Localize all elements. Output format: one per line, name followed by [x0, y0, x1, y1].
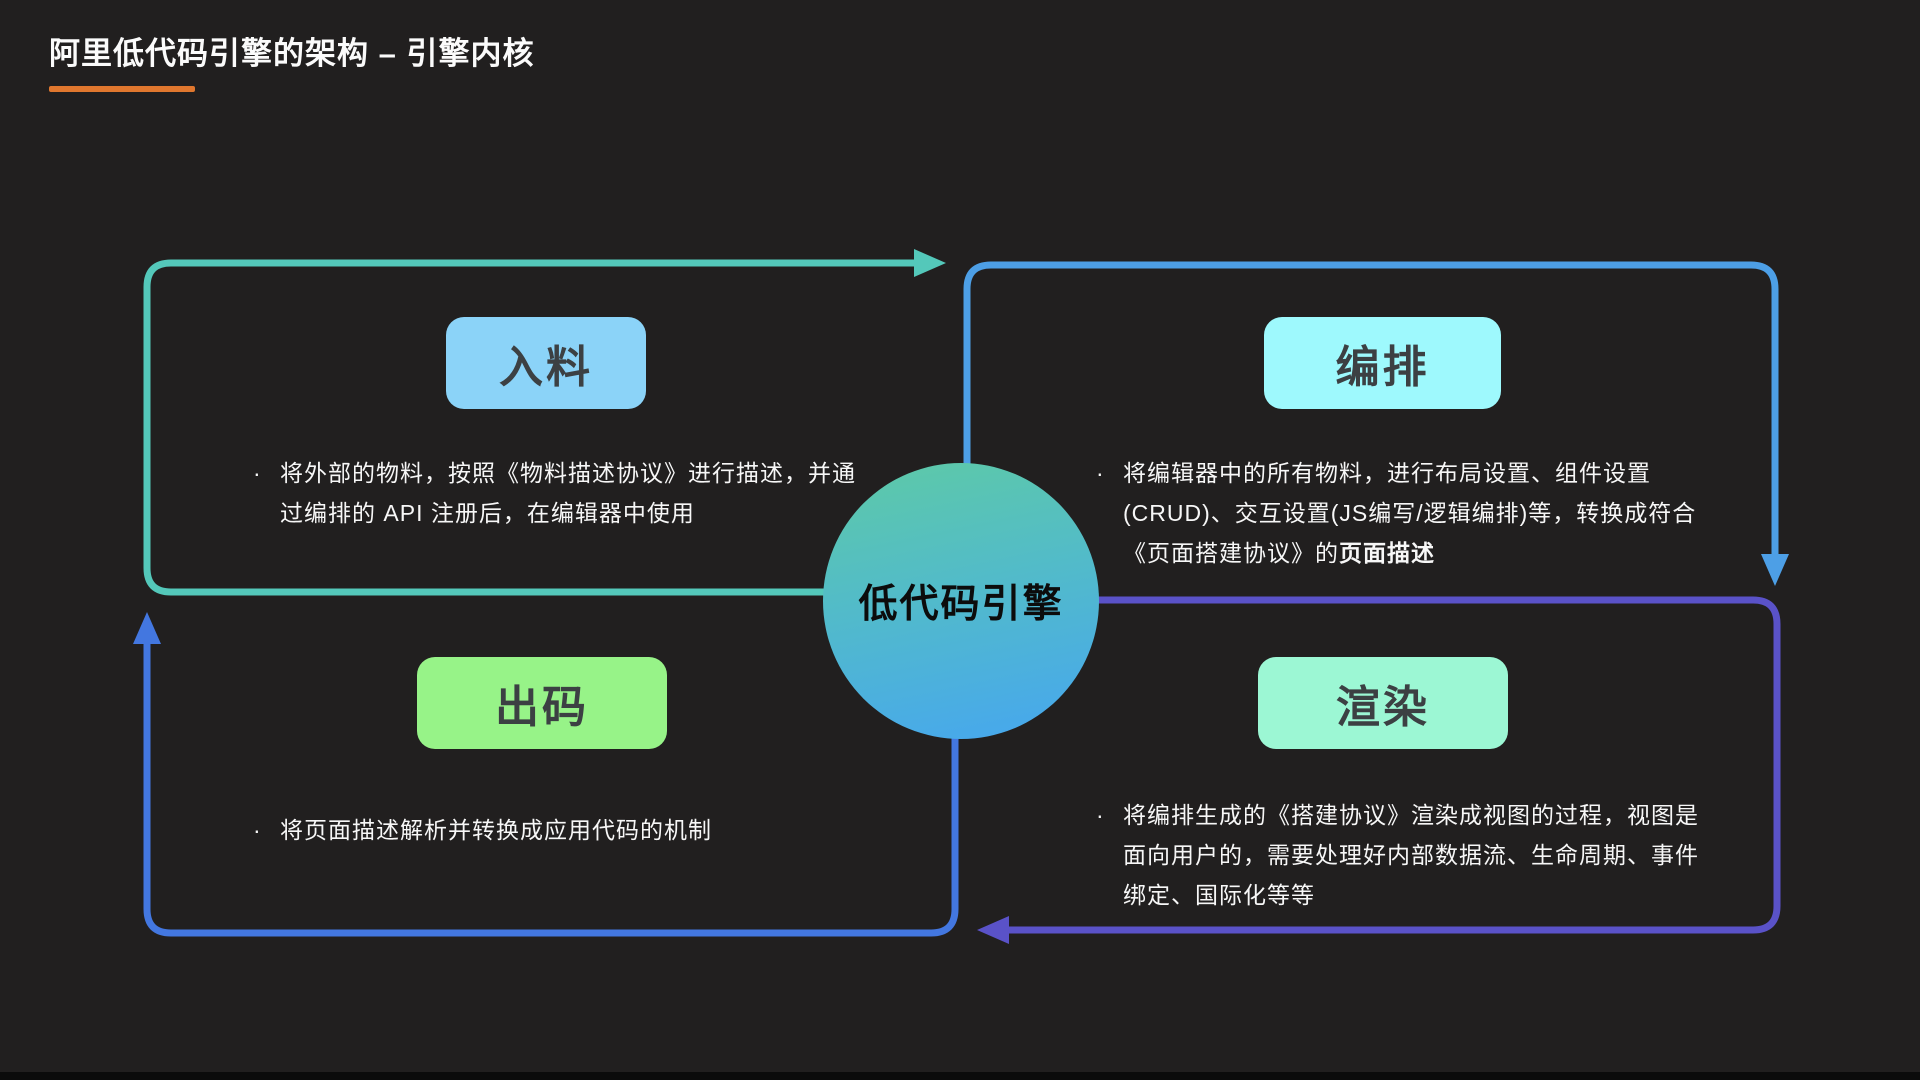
- description-text: (CRUD)、交互设置(JS编写/逻辑编排)等，转换成符合: [1123, 500, 1697, 526]
- page-title: 阿里低代码引擎的架构 – 引擎内核: [49, 36, 535, 71]
- outcode-flow-border: [143, 642, 959, 937]
- render-description: · 将编排生成的《搭建协议》渲染成视图的过程，视图是 面向用户的，需要处理好内部数…: [1096, 795, 1699, 915]
- center-node-label: 低代码引擎: [858, 583, 1064, 626]
- description-text: 《页面搭建协议》的: [1123, 540, 1339, 566]
- intake-flow-border: [143, 259, 916, 596]
- description-text: 面向用户的，需要处理好内部数据流、生命周期、事件: [1123, 842, 1699, 868]
- bullet-dot: ·: [1096, 460, 1105, 486]
- description-text: 绑定、国际化等等: [1123, 882, 1315, 908]
- center-node-circle: 低代码引擎: [823, 463, 1099, 739]
- render-badge: 渲染: [1258, 657, 1508, 749]
- description-text: 将外部的物料，按照《物料描述协议》进行描述，并通: [280, 460, 856, 486]
- orchestrate-badge: 编排: [1264, 317, 1501, 409]
- arrow-right-icon: [914, 249, 946, 277]
- bullet-dot: ·: [1096, 802, 1105, 828]
- description-line: · 将页面描述解析并转换成应用代码的机制: [253, 810, 712, 850]
- outcode-badge: 出码: [417, 657, 667, 749]
- bottom-letterbox: [0, 1072, 1920, 1080]
- orchestrate-flow-border: [963, 261, 1779, 556]
- arrow-left-icon: [977, 916, 1009, 944]
- orchestrate-badge-label: 编排: [1335, 343, 1430, 392]
- description-text: 将编排生成的《搭建协议》渲染成视图的过程，视图是: [1123, 802, 1699, 828]
- description-line: · 将编辑器中的所有物料，进行布局设置、组件设置: [1096, 453, 1696, 493]
- description-line: 过编排的 API 注册后，在编辑器中使用: [253, 493, 856, 533]
- description-text-bold: 页面描述: [1339, 540, 1435, 566]
- description-line: 面向用户的，需要处理好内部数据流、生命周期、事件: [1096, 835, 1699, 875]
- intake-description: · 将外部的物料，按照《物料描述协议》进行描述，并通 过编排的 API 注册后，在…: [253, 453, 856, 533]
- title-accent-bar: [49, 86, 195, 92]
- bullet-dot: ·: [253, 817, 262, 843]
- description-text: 将页面描述解析并转换成应用代码的机制: [280, 817, 712, 843]
- arrow-up-icon: [133, 612, 161, 644]
- arrow-down-icon: [1761, 554, 1789, 586]
- description-line: (CRUD)、交互设置(JS编写/逻辑编排)等，转换成符合: [1096, 493, 1696, 533]
- render-badge-label: 渲染: [1336, 683, 1430, 732]
- description-line: 绑定、国际化等等: [1096, 875, 1699, 915]
- outcode-description: · 将页面描述解析并转换成应用代码的机制: [253, 810, 712, 850]
- description-line: 《页面搭建协议》的页面描述: [1096, 533, 1696, 573]
- description-text: 将编辑器中的所有物料，进行布局设置、组件设置: [1123, 460, 1651, 486]
- intake-badge-label: 入料: [499, 343, 593, 392]
- orchestrate-description: · 将编辑器中的所有物料，进行布局设置、组件设置 (CRUD)、交互设置(JS编写…: [1096, 453, 1696, 573]
- description-line: · 将编排生成的《搭建协议》渲染成视图的过程，视图是: [1096, 795, 1699, 835]
- intake-badge: 入料: [446, 317, 646, 409]
- outcode-badge-label: 出码: [495, 683, 589, 732]
- description-line: · 将外部的物料，按照《物料描述协议》进行描述，并通: [253, 453, 856, 493]
- description-text: 过编排的 API 注册后，在编辑器中使用: [280, 500, 695, 526]
- bullet-dot: ·: [253, 460, 262, 486]
- render-flow-border: [1007, 596, 1781, 934]
